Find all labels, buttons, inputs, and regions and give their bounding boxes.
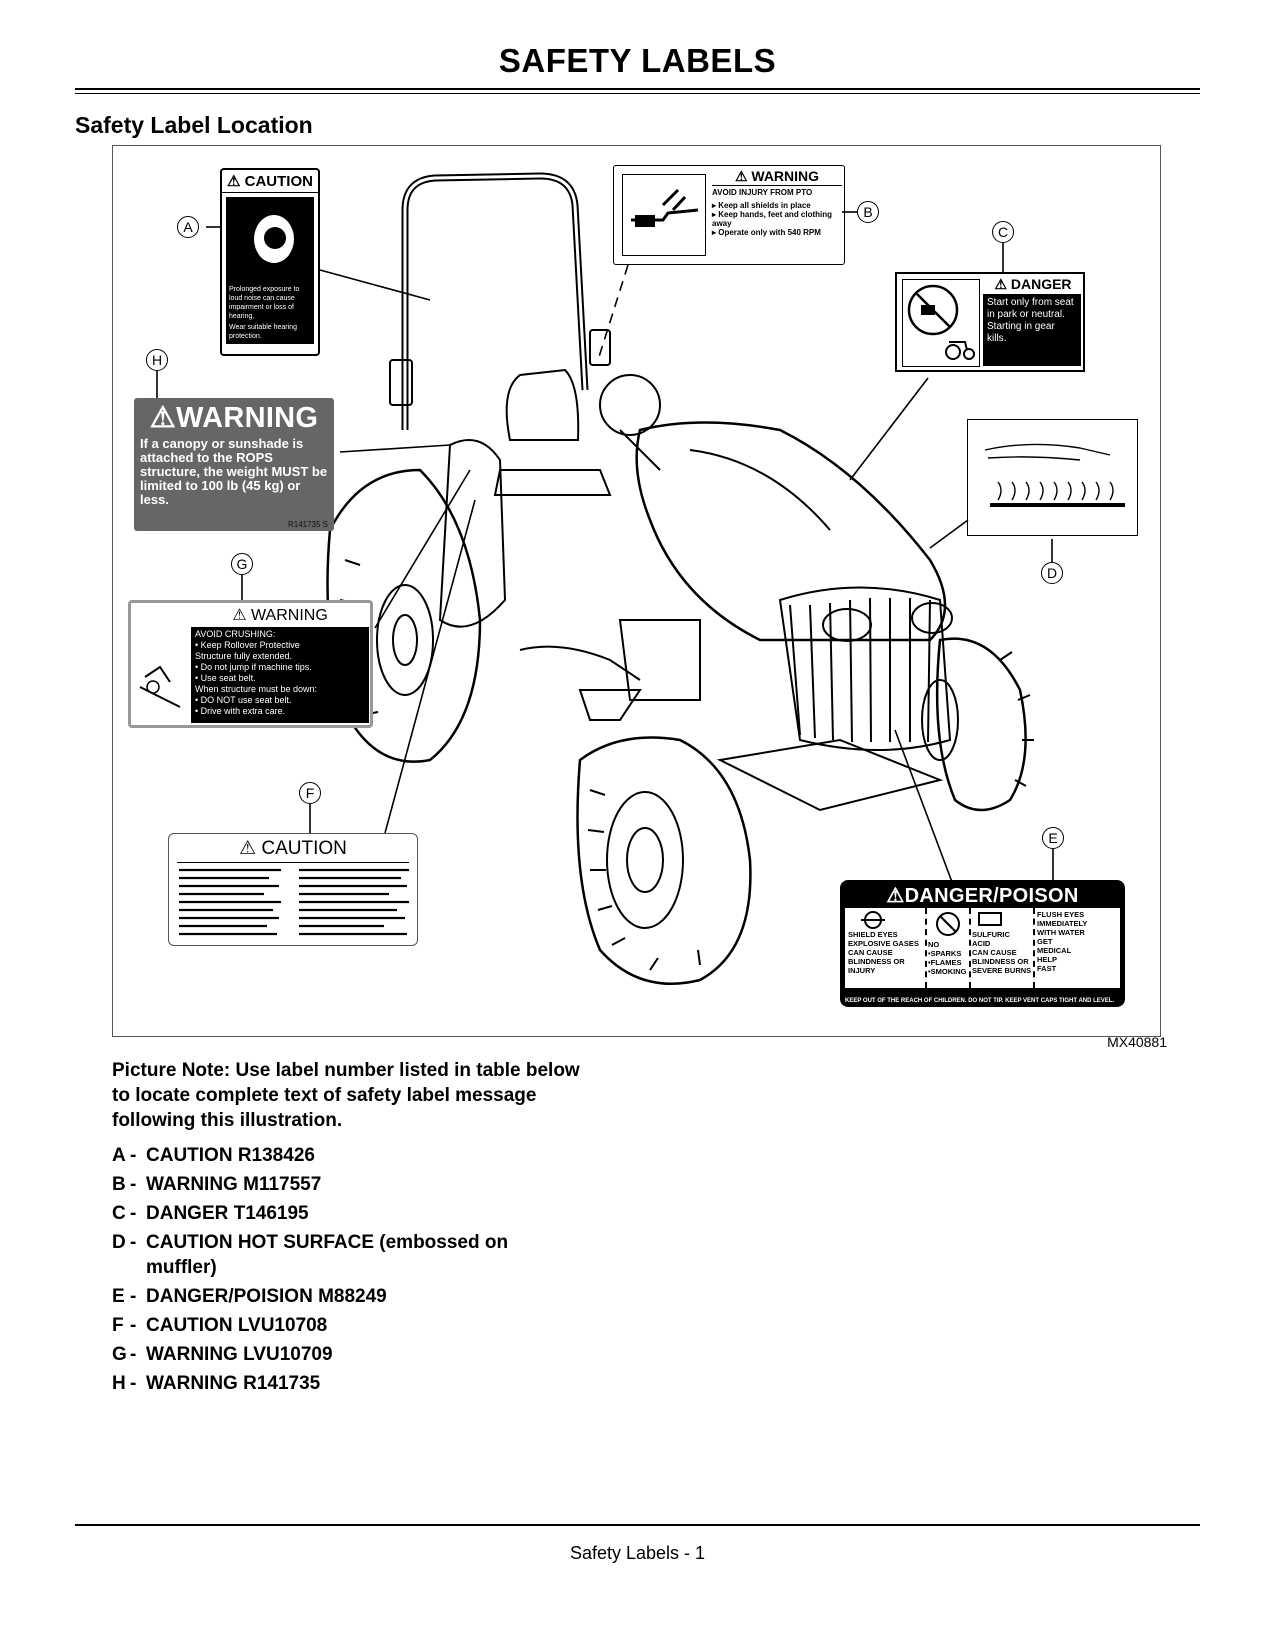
legend-item: H-WARNING R141735 — [112, 1371, 612, 1396]
legend-item: E-DANGER/POISION M88249 — [112, 1284, 612, 1309]
label-e-col2: NO •SPARKS •FLAMES •SMOKING — [928, 940, 967, 976]
label-a-text: Prolonged exposure to loud noise can cau… — [229, 286, 300, 320]
page-footer: Safety Labels - 1 — [569, 1543, 706, 1563]
label-e-panel: SHIELD EYES EXPLOSIVE GASES CAN CAUSE BL… — [845, 908, 1120, 988]
label-a-message: Prolonged exposure to loud noise can cau… — [226, 282, 314, 344]
hearing-protection-icon — [226, 197, 314, 282]
label-f-rule — [177, 862, 409, 863]
safety-label-c: ⚠ DANGER Start only from seat in park or… — [895, 272, 1085, 372]
page-title: SAFETY LABELS — [498, 42, 777, 79]
callout-c: C — [992, 221, 1014, 243]
safety-label-d-hot-surface — [967, 419, 1138, 536]
callout-d: D — [1041, 562, 1063, 584]
label-b-signal-word: ⚠ WARNING — [712, 168, 842, 186]
label-e-col4: FLUSH EYES IMMEDIATELY WITH WATER GET ME… — [1037, 910, 1088, 973]
legend-item: D-CAUTION HOT SURFACE (embossed on muffl… — [112, 1230, 612, 1280]
rollover-icon — [135, 627, 187, 721]
callout-g: G — [231, 553, 253, 575]
label-b-subhead: AVOID INJURY FROM PTO — [712, 188, 813, 197]
callout-e: E — [1042, 827, 1064, 849]
safety-label-e: ⚠DANGER/POISON SHIELD EYES EXPLOSIVE GAS… — [840, 880, 1125, 1007]
footer-rule — [75, 1524, 1200, 1526]
tractor-rollover-icon — [139, 665, 181, 708]
legend-letter: G — [112, 1344, 127, 1365]
picture-note: Picture Note: Use label number listed in… — [112, 1060, 580, 1131]
shield-eyes-icon — [857, 910, 887, 930]
label-g-text: AVOID CRUSHING: • Keep Rollover Protecti… — [191, 627, 369, 723]
title-rule — [75, 88, 1200, 90]
legend-text: CAUTION LVU10708 — [146, 1315, 328, 1336]
legend-letter: F — [112, 1315, 124, 1336]
label-f-fine-print — [179, 868, 409, 936]
callout-h: H — [146, 349, 168, 371]
title-rule-thin — [75, 93, 1200, 94]
no-bypass-start-icon — [907, 284, 975, 360]
safety-label-g: ⚠ WARNING AVOID CRUSHING: • Keep Rollove… — [128, 600, 373, 728]
label-h-text: If a canopy or sunshade is attached to t… — [140, 436, 328, 507]
pto-entanglement-icon — [622, 174, 706, 256]
goggles-icon — [861, 911, 885, 929]
legend-item: C-DANGER T146195 — [112, 1201, 612, 1226]
callout-f: F — [299, 782, 321, 804]
label-c-text: Start only from seat in park or neutral.… — [983, 294, 1081, 366]
label-e-col3: SULFURIC ACID CAN CAUSE BLINDNESS OR SEV… — [972, 930, 1032, 975]
label-e-col1: SHIELD EYES EXPLOSIVE GASES CAN CAUSE BL… — [848, 930, 919, 975]
label-g-signal-word: ⚠ WARNING — [232, 607, 328, 624]
label-h-signal-word: ⚠WARNING — [149, 402, 319, 434]
safety-label-f: ⚠ CAUTION — [168, 833, 418, 946]
legend-text: CAUTION HOT SURFACE (embossed on muffler… — [146, 1232, 509, 1278]
legend-item: F-CAUTION LVU10708 — [112, 1313, 612, 1338]
callout-a: A — [177, 216, 199, 238]
safety-label-a: ⚠ CAUTION Prolonged exposure to loud noi… — [220, 168, 320, 356]
label-f-signal-word: ⚠ CAUTION — [239, 838, 347, 859]
legend-text: WARNING LVU10709 — [146, 1344, 333, 1365]
acid-icon — [978, 912, 1002, 926]
legend-letter: H — [112, 1373, 126, 1394]
label-h-code: R141735 S — [287, 520, 328, 529]
legend-text: CAUTION R138426 — [146, 1145, 315, 1166]
section-heading: Safety Label Location — [75, 112, 313, 138]
legend-letter: E — [112, 1286, 125, 1307]
label-legend: A-CAUTION R138426 B-WARNING M117557 C-DA… — [112, 1143, 612, 1400]
safety-label-h: ⚠WARNING If a canopy or sunshade is atta… — [134, 398, 334, 531]
label-e-bottom-text: KEEP OUT OF THE REACH OF CHILDREN. DO NO… — [845, 998, 1115, 1004]
safety-label-b: ⚠ WARNING AVOID INJURY FROM PTO ▸ Keep a… — [613, 165, 845, 265]
start-from-seat-icon — [902, 279, 980, 367]
legend-text: DANGER T146195 — [146, 1203, 309, 1224]
label-c-signal-word: ⚠ DANGER — [994, 276, 1072, 292]
legend-letter: B — [112, 1174, 126, 1195]
legend-letter: A — [112, 1145, 126, 1166]
label-a-signal-word: ⚠ CAUTION — [222, 170, 318, 193]
legend-text: WARNING M117557 — [146, 1174, 322, 1195]
legend-item: A-CAUTION R138426 — [112, 1143, 612, 1168]
no-flame-icon — [935, 911, 961, 937]
label-a-text2: Wear suitable hearing protection. — [229, 324, 297, 340]
label-b-text: ▸ Keep all shields in place ▸ Keep hands… — [712, 201, 833, 237]
label-e-signal-word: ⚠DANGER/POISON — [886, 885, 1079, 907]
figure-id: MX40881 — [1107, 1034, 1167, 1050]
pto-icon — [631, 188, 699, 227]
legend-letter: C — [112, 1203, 126, 1224]
legend-item: G-WARNING LVU10709 — [112, 1342, 612, 1367]
legend-letter: D — [112, 1232, 126, 1253]
legend-text: WARNING R141735 — [146, 1373, 321, 1394]
no-smoking-icon — [936, 912, 960, 936]
legend-text: DANGER/POISION M88249 — [146, 1286, 387, 1307]
acid-burn-icon — [977, 911, 1003, 927]
legend-item: B-WARNING M117557 — [112, 1172, 612, 1197]
callout-b: B — [857, 201, 879, 223]
